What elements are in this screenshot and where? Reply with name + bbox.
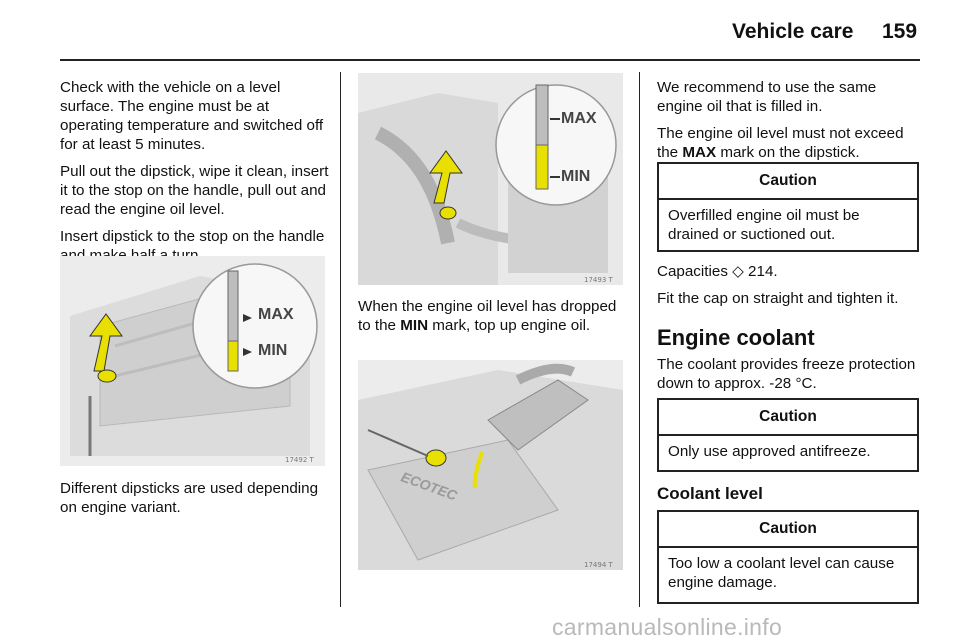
figure-top-up-oil: ECOTEC 17494 T	[358, 360, 623, 570]
engine-oil-level-illustration	[358, 73, 623, 285]
figure-dipstick-variant: MAX MIN 17492 T	[60, 256, 325, 466]
engine-dipstick-illustration	[60, 256, 325, 466]
min-emphasis: MIN	[400, 317, 429, 334]
caption-dipsticks: Different dipsticks are used depending o…	[60, 480, 319, 516]
paragraph-fit-cap: Fit the cap on straight and tighten it.	[657, 290, 899, 307]
max-mark-label: MAX	[258, 306, 294, 323]
left-column-text: Check with the vehicle on a level surfac…	[60, 78, 330, 273]
capacities-page: 214.	[743, 263, 778, 280]
page-number: 159	[882, 20, 918, 43]
column-divider-2	[639, 72, 640, 607]
text-segment: The engine oil level must not exceed the	[657, 125, 904, 161]
figure-number: 17492 T	[285, 456, 314, 464]
caution-heading: Caution	[659, 400, 917, 436]
paragraph-min-top-up: When the engine oil level has dropped to…	[358, 297, 630, 335]
capacities-label: Capacities	[657, 263, 733, 280]
figure-number-3: 17494 T	[584, 561, 613, 569]
caution-box-overfilled: Caution Overfilled engine oil must be dr…	[657, 162, 919, 252]
text-segment: mark, top up engine oil.	[428, 317, 591, 334]
caution-heading: Caution	[659, 512, 917, 548]
caution-text: Only use approved antifreeze.	[668, 443, 871, 460]
text-segment: When the engine oil level has dropped to…	[358, 298, 617, 334]
middle-text: When the engine oil level has dropped to…	[358, 297, 630, 343]
min-mark-label-2: MIN	[561, 168, 591, 185]
caution-box-antifreeze: Caution Only use approved antifreeze.	[657, 398, 919, 472]
right-column-text: We recommend to use the same engine oil …	[657, 78, 922, 170]
figure-number-2: 17493 T	[584, 276, 613, 284]
coolant-text-block: The coolant provides freeze protection d…	[657, 355, 922, 401]
paragraph-coolant-protection: The coolant provides freeze protection d…	[657, 356, 916, 392]
left-caption: Different dipsticks are used depending o…	[60, 479, 330, 525]
paragraph-check-level: Check with the vehicle on a level surfac…	[60, 79, 324, 153]
paragraph-pull-dipstick: Pull out the dipstick, wipe it clean, in…	[60, 163, 329, 218]
column-divider-1	[340, 72, 341, 607]
caution-text: Overfilled engine oil must be drained or…	[668, 207, 860, 243]
right-column-text-2: Capacities ◇ 214. Fit the cap on straigh…	[657, 262, 922, 316]
max-mark-label-2: MAX	[561, 110, 597, 127]
watermark: carmanualsonline.info	[552, 614, 783, 640]
header-divider	[60, 59, 920, 61]
paragraph-capacities: Capacities ◇ 214.	[657, 262, 922, 281]
max-emphasis: MAX	[682, 144, 717, 161]
caution-box-low-coolant: Caution Too low a coolant level can caus…	[657, 510, 919, 604]
caution-text: Too low a coolant level can cause engine…	[668, 555, 895, 591]
min-mark-label: MIN	[258, 342, 288, 359]
text-segment: mark on the dipstick.	[716, 144, 860, 161]
section-heading-engine-coolant: Engine coolant	[657, 325, 815, 350]
figure-oil-level: MAX MIN 17493 T	[358, 73, 623, 285]
caution-heading: Caution	[659, 164, 917, 200]
subheading-coolant-level: Coolant level	[657, 484, 763, 503]
top-up-oil-illustration	[358, 360, 623, 570]
page-header-title: Vehicle care	[732, 20, 854, 43]
paragraph-recommend-oil: We recommend to use the same engine oil …	[657, 79, 877, 115]
page-reference-icon: ◇	[732, 263, 744, 280]
paragraph-not-exceed-max: The engine oil level must not exceed the…	[657, 124, 922, 162]
